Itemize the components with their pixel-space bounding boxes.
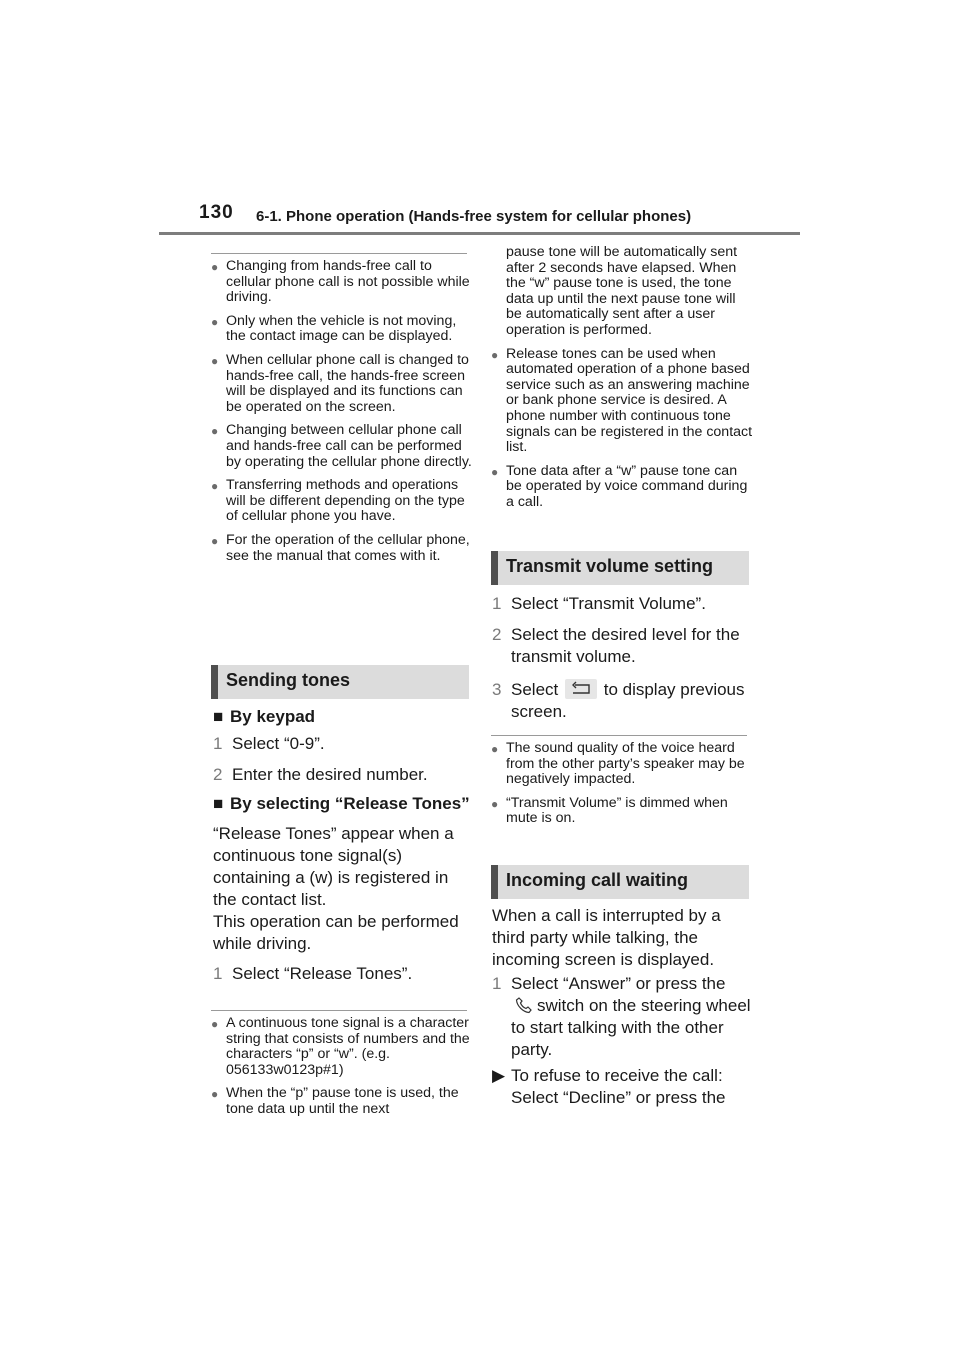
left-notes-bottom: ●A continuous tone signal is a character… — [211, 1015, 473, 1126]
section-heading-sending-tones: Sending tones — [211, 665, 469, 699]
note-continuation: pause tone will be automatically sent af… — [506, 244, 738, 338]
note-item: ●A continuous tone signal is a character… — [211, 1015, 470, 1078]
notes-divider — [211, 253, 467, 254]
note-item: ●“Transmit Volume” is dimmed when mute i… — [491, 794, 728, 827]
note-item: ●When the “p” pause tone is used, the to… — [211, 1085, 459, 1117]
square-bullet-icon: ■ — [213, 707, 224, 726]
note-item: ●The sound quality of the voice heard fr… — [491, 740, 745, 788]
notes-divider — [211, 1010, 467, 1011]
note-item: ●Changing between cellular phone call an… — [211, 422, 472, 470]
note-item: ●Release tones can be used when automate… — [491, 345, 753, 456]
bullet-icon: ● — [211, 260, 219, 274]
incoming-call-body: When a call is interrupted by a third pa… — [492, 905, 754, 1109]
bullet-icon: ● — [491, 464, 499, 479]
bullet-icon: ● — [211, 353, 219, 368]
refuse-call-item: ▶To refuse to receive the call:Select “D… — [492, 1066, 726, 1107]
bullet-icon: ● — [211, 533, 219, 548]
bullet-icon: ● — [491, 796, 499, 811]
section-heading-incoming-call: Incoming call waiting — [491, 865, 749, 899]
note-item: ●Changing from hands-free call to cellul… — [211, 258, 470, 306]
release-paragraph-2: This operation can be performed while dr… — [213, 912, 459, 953]
page-number: 130 — [199, 202, 234, 223]
bullet-icon: ● — [491, 742, 499, 756]
page-header-title: 6-1. Phone operation (Hands-free system … — [256, 208, 692, 225]
subheading-by-keypad: ■By keypad — [213, 707, 316, 726]
note-item: ●Only when the vehicle is not moving, th… — [211, 312, 457, 345]
bullet-icon: ● — [211, 1087, 219, 1102]
release-paragraph: “Release Tones” appear when a continuous… — [213, 824, 454, 909]
note-item: ●When cellular phone call is changed to … — [211, 351, 469, 415]
section-heading-transmit-volume: Transmit volume setting — [491, 551, 749, 585]
triangle-bullet-icon: ▶ — [492, 1066, 506, 1085]
note-item: ●Tone data after a “w” pause tone can be… — [491, 462, 748, 510]
header-divider — [159, 232, 800, 235]
right-notes-bottom: ●The sound quality of the voice heard fr… — [491, 740, 753, 835]
back-button-icon — [564, 678, 597, 699]
notes-divider — [491, 735, 747, 736]
right-notes-top: pause tone will be automatically sent af… — [491, 244, 753, 519]
square-bullet-icon: ■ — [213, 794, 224, 813]
left-notes-top: ●Changing from hands-free call to cellul… — [211, 258, 473, 572]
note-item: ●Transferring methods and operations wil… — [211, 477, 465, 525]
incoming-paragraph: When a call is interrupted by a third pa… — [492, 906, 721, 969]
note-item: ●For the operation of the cellular phone… — [211, 531, 470, 564]
subheading-by-release-tones: ■By selecting “Release Tones” — [213, 794, 470, 813]
phone-icon — [514, 995, 534, 1015]
bullet-icon: ● — [211, 314, 219, 329]
bullet-icon: ● — [211, 1017, 219, 1031]
bullet-icon: ● — [211, 479, 219, 494]
bullet-icon: ● — [211, 424, 219, 439]
bullet-icon: ● — [491, 347, 499, 362]
